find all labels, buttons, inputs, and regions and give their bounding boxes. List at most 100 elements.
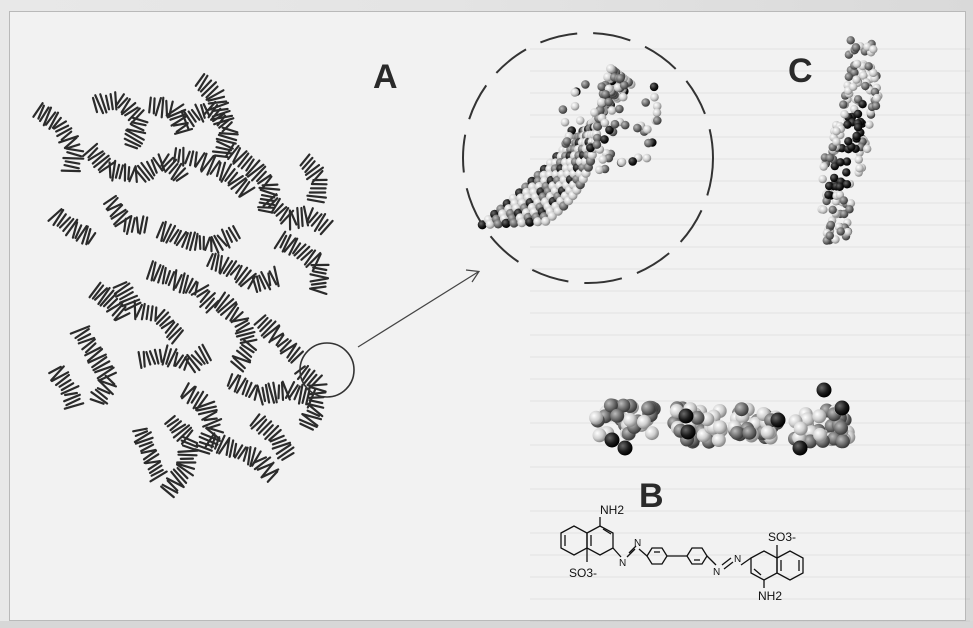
atom-sphere xyxy=(712,433,726,447)
amine-left-label: NH2 xyxy=(600,503,624,517)
atom-sphere xyxy=(559,105,568,114)
fibril-stroke xyxy=(205,238,210,250)
atom-sphere xyxy=(597,82,606,91)
fibril-stroke xyxy=(65,165,79,168)
atom-sphere xyxy=(590,108,599,117)
atom-sphere xyxy=(832,127,840,135)
fibril-stroke xyxy=(310,289,326,294)
fibril-stroke xyxy=(67,149,83,152)
atom-sphere xyxy=(589,411,603,425)
atom-sphere xyxy=(842,168,850,176)
atom-sphere xyxy=(608,106,617,115)
fibril-stroke xyxy=(209,102,226,104)
atom-sphere xyxy=(561,118,570,127)
fibril-stroke xyxy=(248,447,250,464)
fibril-stroke xyxy=(220,133,238,134)
fibril-stroke xyxy=(179,455,197,456)
fibril-stroke xyxy=(311,279,328,282)
fibril-stroke xyxy=(310,384,327,385)
atom-sphere xyxy=(835,401,850,416)
fibril-stroke xyxy=(312,283,326,285)
fibril-stroke xyxy=(135,301,136,319)
atom-sphere xyxy=(819,206,827,214)
atom-sphere xyxy=(618,441,633,456)
fibril-stroke xyxy=(253,278,257,292)
atom-sphere xyxy=(840,110,848,118)
atom-sphere xyxy=(650,83,659,92)
zoom-arrow-line xyxy=(358,272,478,347)
atom-sphere xyxy=(605,98,614,107)
atom-sphere xyxy=(855,155,863,163)
atom-sphere xyxy=(619,93,628,102)
fibril-stroke xyxy=(314,271,326,273)
fibril-stroke xyxy=(282,383,283,400)
atom-sphere xyxy=(852,75,860,83)
fibril-stroke xyxy=(162,98,164,118)
atom-sphere xyxy=(643,125,652,134)
fibril-stroke xyxy=(62,171,80,172)
fibril-stroke xyxy=(292,214,297,225)
atom-sphere xyxy=(771,413,786,428)
atom-sphere xyxy=(641,401,655,415)
atom-sphere xyxy=(854,110,862,118)
atom-sphere xyxy=(605,433,620,448)
atom-sphere xyxy=(812,409,826,423)
fibril-stroke xyxy=(312,287,326,289)
atom-sphere xyxy=(832,138,840,146)
fibril-stroke xyxy=(67,152,81,156)
atom-sphere xyxy=(852,132,860,140)
atom-sphere xyxy=(606,64,615,73)
sulfonate-right-label: SO3- xyxy=(768,530,796,544)
atom-sphere xyxy=(836,158,844,166)
atom-sphere xyxy=(653,116,662,125)
fibril-stroke xyxy=(303,389,307,403)
fibril-stroke xyxy=(146,352,150,364)
fibril-stroke xyxy=(211,238,212,252)
fibril-stroke xyxy=(258,207,274,208)
atom-sphere xyxy=(611,120,620,129)
fibril-stroke xyxy=(308,199,324,202)
atom-sphere xyxy=(865,121,873,129)
atom-sphere xyxy=(593,140,602,149)
atom-sphere xyxy=(817,383,832,398)
fibril-stroke xyxy=(154,98,155,113)
atom-sphere xyxy=(641,98,650,107)
atom-sphere xyxy=(563,137,572,146)
fibril-aggregate xyxy=(33,74,332,497)
fibril-stroke xyxy=(178,451,197,452)
fibril-stroke xyxy=(150,351,155,363)
fibril-stroke xyxy=(163,268,166,283)
fibril-stroke xyxy=(260,320,271,331)
atom-sphere xyxy=(730,426,744,440)
fibril-stroke xyxy=(156,98,161,115)
atom-sphere xyxy=(855,164,863,172)
fibril-stroke xyxy=(166,101,167,116)
fibril-stroke xyxy=(268,273,270,285)
atom-sphere xyxy=(618,158,627,167)
fibril-stroke xyxy=(147,306,149,319)
atom-sphere xyxy=(820,162,828,170)
atom-sphere xyxy=(593,428,607,442)
sulfonate-left-label: SO3- xyxy=(569,566,597,580)
atom-sphere xyxy=(847,36,855,44)
azo-n-label-4: N xyxy=(734,554,741,565)
azo-n-label-3: N xyxy=(713,567,720,578)
fibril-stroke xyxy=(309,387,325,392)
atom-sphere xyxy=(643,154,652,163)
fibril-stroke xyxy=(106,96,109,110)
atom-sphere xyxy=(633,124,642,133)
atom-sphere xyxy=(743,426,757,440)
atom-sphere xyxy=(836,434,850,448)
atom-sphere xyxy=(679,409,694,424)
fibril-stroke xyxy=(205,419,217,421)
atom-sphere xyxy=(845,73,853,81)
chemical-structure xyxy=(561,517,803,588)
atom-sphere xyxy=(610,409,624,423)
atom-sphere xyxy=(836,183,844,191)
azo-n-label-1: N xyxy=(619,558,626,569)
fibril-stroke xyxy=(279,385,280,398)
atom-sphere xyxy=(861,82,869,90)
atom-sphere xyxy=(813,428,827,442)
fibril-stroke xyxy=(132,125,144,131)
atom-sphere xyxy=(853,60,861,68)
